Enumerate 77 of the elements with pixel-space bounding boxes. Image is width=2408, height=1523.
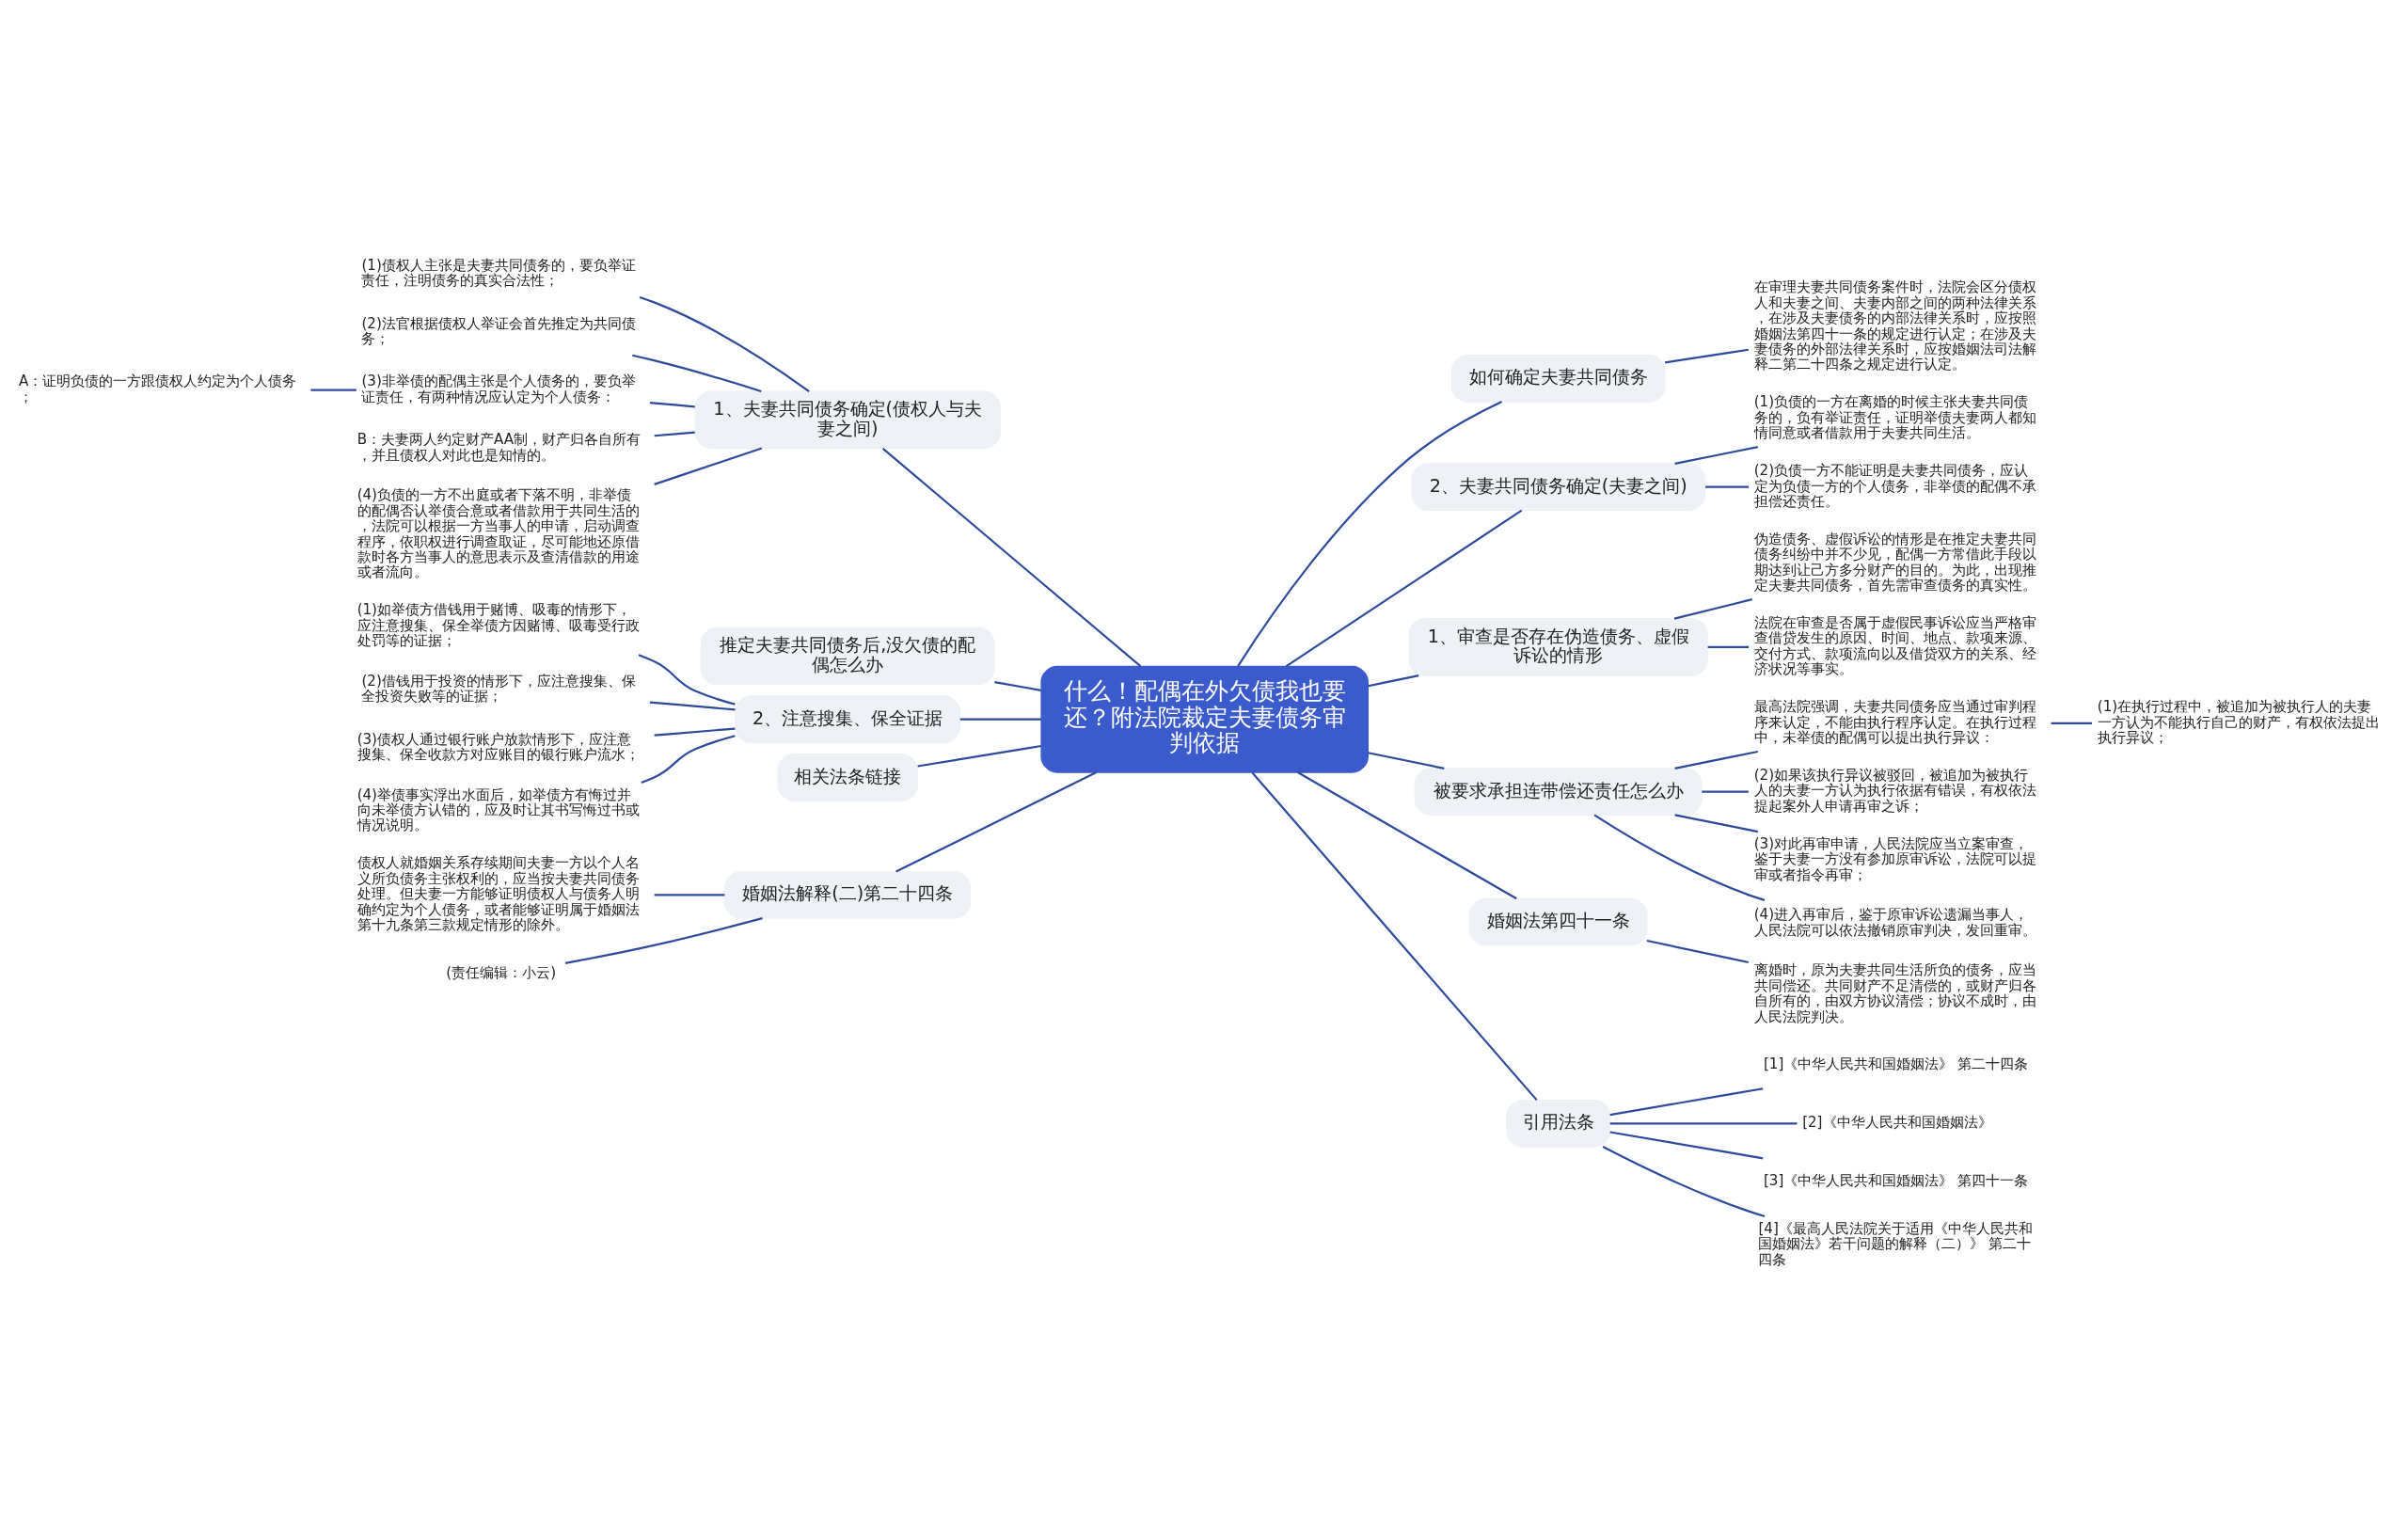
node-box: 被要求承担连带偿还责任怎么办	[1414, 767, 1703, 816]
node-box: 什么！配偶在外欠债我也要还？附法院裁定夫妻债务审判依据	[1040, 665, 1369, 773]
connector	[1609, 1121, 1798, 1124]
node-text: (1)在执行过程中，被追加为被执行人的夫妻一方认为不能执行自己的财产，有权依法提出执行异议；	[2097, 697, 2380, 746]
node-text: (3)债权人通过银行账户放款情形下，应注意搜集、保全收款方对应账目的银行账户流水；	[356, 730, 640, 763]
connector	[1368, 674, 1419, 687]
node-box: 如何确定夫妻共同债务	[1450, 354, 1666, 403]
connector	[1665, 348, 1749, 363]
connector	[310, 389, 356, 391]
node-text: (责任编辑：小云)	[446, 963, 557, 981]
node-text: (2)如果该执行异议被驳回，被追加为被执行人的夫妻一方认为执行依据有错误，有权依法提起案外人申请再审之诉；	[1753, 766, 2036, 815]
connector	[1297, 770, 1517, 899]
connector	[654, 726, 736, 737]
node-text: (2)法官根据债权人举证会首先推定为共同债务；	[361, 314, 636, 347]
node-text: 伪造债务、虚假诉讼的情形是在推定夫妻共同债务纠纷中并不少见，配偶一方常借此手段以期达到让己方多分财产的目的。为此，出现推定夫妻共同债务，首先需审查债务的真实性。	[1753, 530, 2036, 594]
connector	[1673, 597, 1752, 620]
node-text: B：夫妻两人约定财产AA制，财产归各自所有，并且债权人对此也是知情的。	[356, 430, 642, 464]
connector	[638, 653, 736, 706]
connector	[1707, 645, 1749, 648]
connector	[649, 401, 695, 407]
node-text: A：证明负债的一方跟债权人约定为个人债务；	[19, 372, 297, 405]
node-box: 推定夫妻共同债务后,没欠债的配偶怎么办	[700, 627, 995, 685]
connector	[1285, 509, 1523, 667]
node-text: [3]《中华人民共和国婚姻法》 第四十一条	[1763, 1171, 2029, 1189]
node-box: 2、夫妻共同债务确定(夫妻之间)	[1411, 462, 1706, 511]
connector	[959, 718, 1042, 721]
connector	[639, 295, 810, 392]
connector	[917, 744, 1042, 768]
node-text: 最高法院强调，夫妻共同债务应当通过审判程序来认定，不能由执行程序认定。在执行过程中，未举债的配偶可以提出执行异议：	[1753, 697, 2036, 746]
node-text: [1]《中华人民共和国婚姻法》 第二十四条	[1763, 1055, 2029, 1072]
connector	[649, 701, 736, 711]
connector	[1674, 813, 1759, 833]
node-text: (1)债权人主张是夫妻共同债务的，要负举证责任，注明债务的真实合法性；	[361, 256, 636, 289]
connector	[564, 916, 763, 964]
connector	[1674, 750, 1759, 769]
connector	[1705, 485, 1750, 488]
connector	[654, 893, 725, 896]
node-text: (2)负债一方不能证明是夫妻共同债务，应认定为负债一方的个人债务，非举债的配偶不承担偿还责任。	[1753, 461, 2036, 510]
node-box: 引用法条	[1506, 1099, 1611, 1148]
node-box: 1、审查是否存在伪造债务、虚假诉讼的情形	[1408, 617, 1708, 676]
connector	[895, 770, 1098, 873]
node-text: 在审理夫妻共同债务案件时，法院会区分债权人和夫妻之间、夫妻内部之间的两种法律关系，在涉及夫妻债务的内部法律关系时，应按照婚姻法第四十一条的规定进行认定；在涉及夫妻债务的外部法律关系时，应按婚姻法司法解释二第二十四条之规定进行认定。	[1753, 278, 2036, 373]
connector	[1609, 1087, 1764, 1116]
connector	[1674, 445, 1759, 465]
node-box: 婚姻法第四十一条	[1469, 897, 1648, 946]
node-text: [4]《最高人民法院关于适用《中华人民共和国婚姻法》若干问题的解释（二）》 第二十四条	[1758, 1219, 2033, 1268]
node-text: (4)举债事实浮出水面后，如举债方有悔过并向未举债方认错的，应及时让其书写悔过书或情况说明。	[356, 785, 640, 833]
node-box: 相关法条链接	[777, 753, 918, 801]
connector	[1368, 751, 1445, 769]
connector	[1702, 789, 1749, 793]
node-text: (3)非举债的配偶主张是个人债务的，要负举证责任，有两种情况应认定为个人债务：	[361, 372, 636, 405]
connector	[2051, 722, 2093, 724]
connector	[1609, 1130, 1764, 1159]
node-text: 法院在审查是否属于虚假民事诉讼应当严格审查借贷发生的原因、时间、地点、款项来源、交付方式、款项流向以及借贷双方的关系、经济状况等事实。	[1753, 613, 2036, 677]
node-box: 2、注意搜集、保全证据	[735, 694, 961, 743]
connector	[1593, 813, 1766, 901]
node-text: (1)如举债方借钱用于赌博、吸毒的情形下，应注意搜集、保全举债方因赌博、吸毒受行政处罚等的证据；	[356, 600, 640, 649]
node-box: 1、夫妻共同债务确定(债权人与夫妻之间)	[694, 389, 1001, 449]
connector	[1602, 1145, 1766, 1217]
connector	[1646, 939, 1750, 963]
node-text: [2]《中华人民共和国婚姻法》	[1802, 1113, 1992, 1131]
node-text: (2)借钱用于投资的情形下，应注意搜集、保全投资失败等的证据；	[361, 672, 636, 705]
connector	[1237, 400, 1502, 667]
connector	[994, 680, 1041, 691]
node-text: (1)负债的一方在离婚的时候主张夫妻共同债务的，负有举证责任，证明举债夫妻两人都知情同意或者借款用于夫妻共同生活。	[1753, 392, 2036, 441]
node-text: (4)负债的一方不出庭或者下落不明，非举债的配偶否认举债合意或者借款用于共同生活的，法院可以根据一方当事人的申请，启动调查程序，依职权进行调查取证，尽可能地还原借款时各方当事人的意思表示及查清借款的用途或者流向。	[356, 485, 640, 580]
connector	[654, 446, 763, 485]
connector	[641, 734, 736, 784]
connector	[1251, 771, 1538, 1101]
node-text: (4)进入再审后，鉴于原审诉讼遗漏当事人，人民法院可以依法撤销原审判决，发回重审。	[1753, 905, 2036, 939]
node-box: 婚姻法解释(二)第二十四条	[724, 870, 972, 919]
connector	[654, 431, 695, 436]
node-text: 债权人就婚姻关系存续期间夫妻一方以个人名义所负债务主张权利的，应当按夫妻共同债务处理。但夫妻一方能够证明债权人与债务人明确约定为个人债务，或者能够证明属于婚姻法第十九条第三款规定情形的除外。	[356, 853, 640, 933]
node-text: 离婚时，原为夫妻共同生活所负的债务，应当共同偿还。共同财产不足清偿的，或财产归各自所有的，由双方协议清偿；协议不成时，由人民法院判决。	[1753, 960, 2036, 1025]
node-text: (3)对此再审申请，人民法院应当立案审查，鉴于夫妻一方没有参加原审诉讼，法院可以提审或者指令再审；	[1753, 834, 2036, 883]
connector	[882, 447, 1142, 667]
connector	[632, 354, 762, 392]
